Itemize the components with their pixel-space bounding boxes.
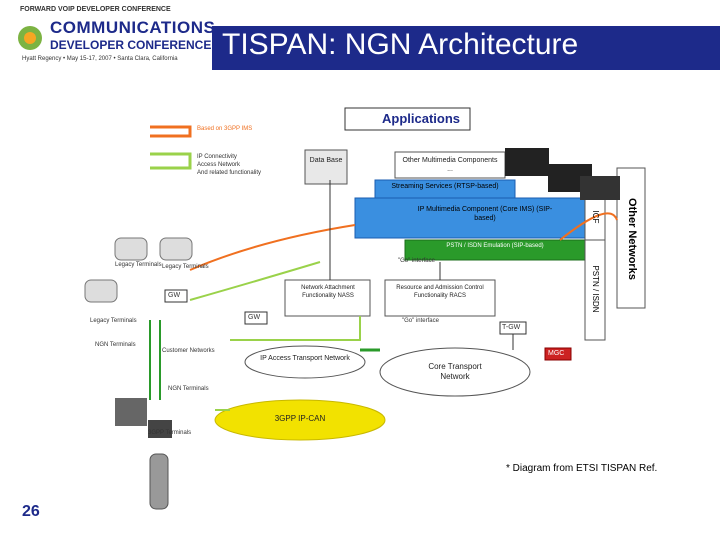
applications-label: Applications [382,111,461,126]
title-bar [212,26,720,70]
streaming-label: Streaming Services (RTSP-based) [391,183,499,190]
nass-box [284,279,371,317]
gw-box-1 [164,289,188,303]
pstn-isdn-box [584,239,606,341]
legend-item2-line2: Access Network [197,162,241,168]
legend-label-ims: Based on 3GPP IMS [197,126,252,132]
ims-label: IP Multimedia Component (Core IMS) (SIP-… [417,206,553,222]
ipcan-shape [214,399,386,441]
gpp-terminal-icon [148,420,172,438]
conference-tagline: FORWARD VOIP DEVELOPER CONFERENCE [20,6,171,13]
pstn-emulation-label: PSTN / ISDN Emulation (SIP-based) [446,243,544,249]
conference-details: Hyatt Regency • May 15-17, 2007 • Santa … [22,56,178,62]
legacy-phone-icon-3 [84,279,118,303]
ngn-terminal-icon [115,398,147,426]
footnote: * Diagram from ETSI TISPAN Ref. [506,463,658,474]
applications-box [344,107,471,131]
connector-line-3 [230,316,361,341]
legacy-phone-icon-2 [159,237,193,261]
legacy-terminals-label-1: Legacy Terminals [115,262,162,268]
go-interface-1-label: "Go" interface [398,258,435,264]
gw-label-1: GW [168,292,181,299]
icf-label: ICF [591,210,600,224]
ip-access-transport-label: IP Access Transport Network [260,355,350,362]
other-networks-box [616,167,646,309]
legend-green-bracket [150,152,192,170]
legend-label-ipconn: IP Connectivity Access Network And relat… [197,153,261,177]
legend-item2-line1: IP Connectivity [197,154,237,160]
slide-title: TISPAN: NGN Architecture [222,28,579,61]
ims-box [354,197,606,239]
tgw-label: T-GW [502,324,521,331]
legacy-terminals-label-2: Legacy Terminals [162,264,209,270]
conference-logo-icon [16,24,44,52]
ip-access-transport-shape [244,345,366,379]
core-transport-shape [379,347,531,397]
legend-item1-text: Based on 3GPP IMS [197,126,253,132]
ngn-terminals-label-1: NGN Terminals [95,342,136,348]
laptop-icon-1 [505,148,549,176]
go-interface-2-label: "Go" interface [402,318,439,324]
legend-item2-line3: And related functionality [197,170,262,176]
gpp-terminals-label: 3GPP Terminals [148,430,192,436]
data-base-box [304,149,348,185]
racs-box [384,279,496,317]
page-number: 26 [22,503,40,520]
core-transport-label: Core Transport Network [428,362,482,381]
legacy-phone-icon-1 [114,237,148,261]
mgc-box [544,347,572,361]
mobile-phone-icon [149,453,169,510]
ngn-terminals-label-2: NGN Terminals [168,386,209,392]
other-multimedia-label: Other Multimedia Components ... [402,157,498,173]
gw-box-2 [244,311,268,325]
ipcan-label: 3GPP IP-CAN [274,414,326,423]
other-networks-label: Other Networks [626,198,638,280]
other-multimedia-box [394,151,506,179]
connector-line-7 [559,212,618,241]
legacy-terminals-label-3: Legacy Terminals [90,318,137,324]
connector-line-2 [189,261,321,301]
nass-label: Network Attachment Functionality NASS [301,285,355,299]
conference-name-line2: DEVELOPER CONFERENCE [50,38,212,52]
customer-network-ladder [149,320,161,400]
laptop-icon-3 [580,176,620,200]
customer-networks-label: Customer Networks [162,348,215,354]
conference-name-line1: COMMUNICATIONS [50,18,216,37]
racs-label: Resource and Admission Control Functiona… [396,285,484,299]
data-base-label: Data Base [309,157,343,164]
pstn-isdn-label: PSTN / ISDN [591,265,600,313]
legend-orange-bracket [150,125,192,138]
gw-label-2: GW [248,314,261,321]
mgc-label: MGC [548,350,565,357]
connector-line-1 [189,224,356,271]
